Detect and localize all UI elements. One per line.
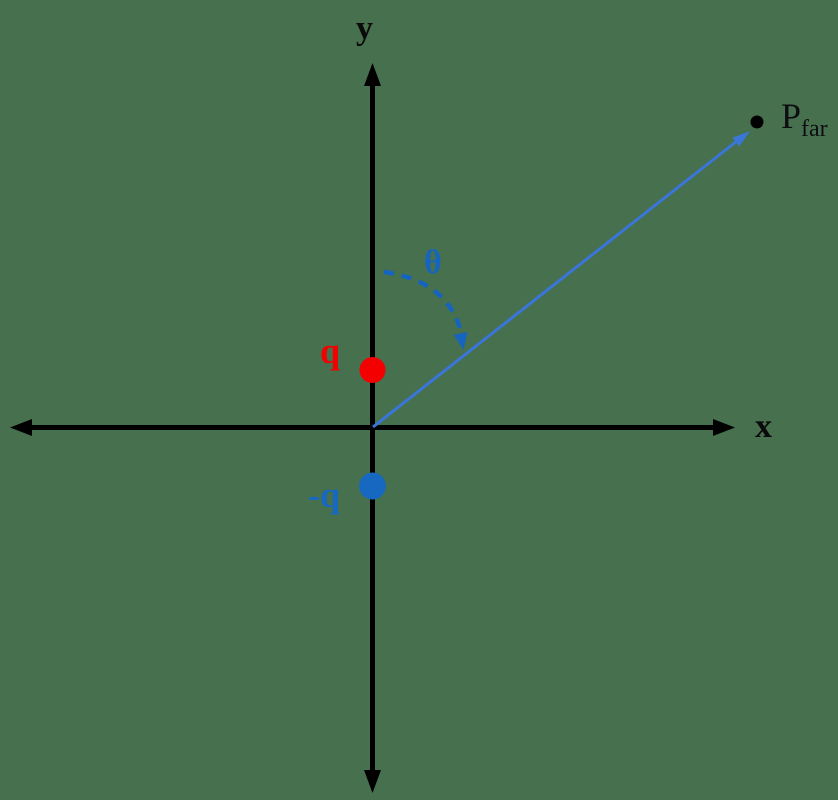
negative-charge-label: -q [308, 475, 341, 515]
theta-angle-label: θ [424, 244, 442, 281]
positive-charge-label: q [320, 331, 341, 371]
radial-line-arrowhead-icon [732, 131, 750, 147]
x-axis-left-arrowhead-icon [10, 419, 32, 436]
x-axis-right-arrowhead-icon [713, 419, 735, 436]
y-axis-top-arrowhead-icon [364, 63, 381, 86]
theta-arc-arrowhead-icon [453, 332, 468, 350]
pfar-label-subscript: far [801, 116, 828, 142]
y-axis-bottom-arrowhead-icon [364, 770, 381, 793]
theta-angle-arc [383, 269, 465, 337]
radial-line-to-pfar [372, 139, 738, 429]
pfar-label-main: P [781, 96, 802, 136]
negative-charge-dot [359, 472, 386, 500]
positive-charge-dot [359, 357, 386, 383]
x-axis-label: x [755, 408, 772, 445]
pfar-dot [750, 115, 764, 129]
y-axis-label: y [356, 10, 373, 47]
pfar-label: Pfar [781, 98, 828, 141]
